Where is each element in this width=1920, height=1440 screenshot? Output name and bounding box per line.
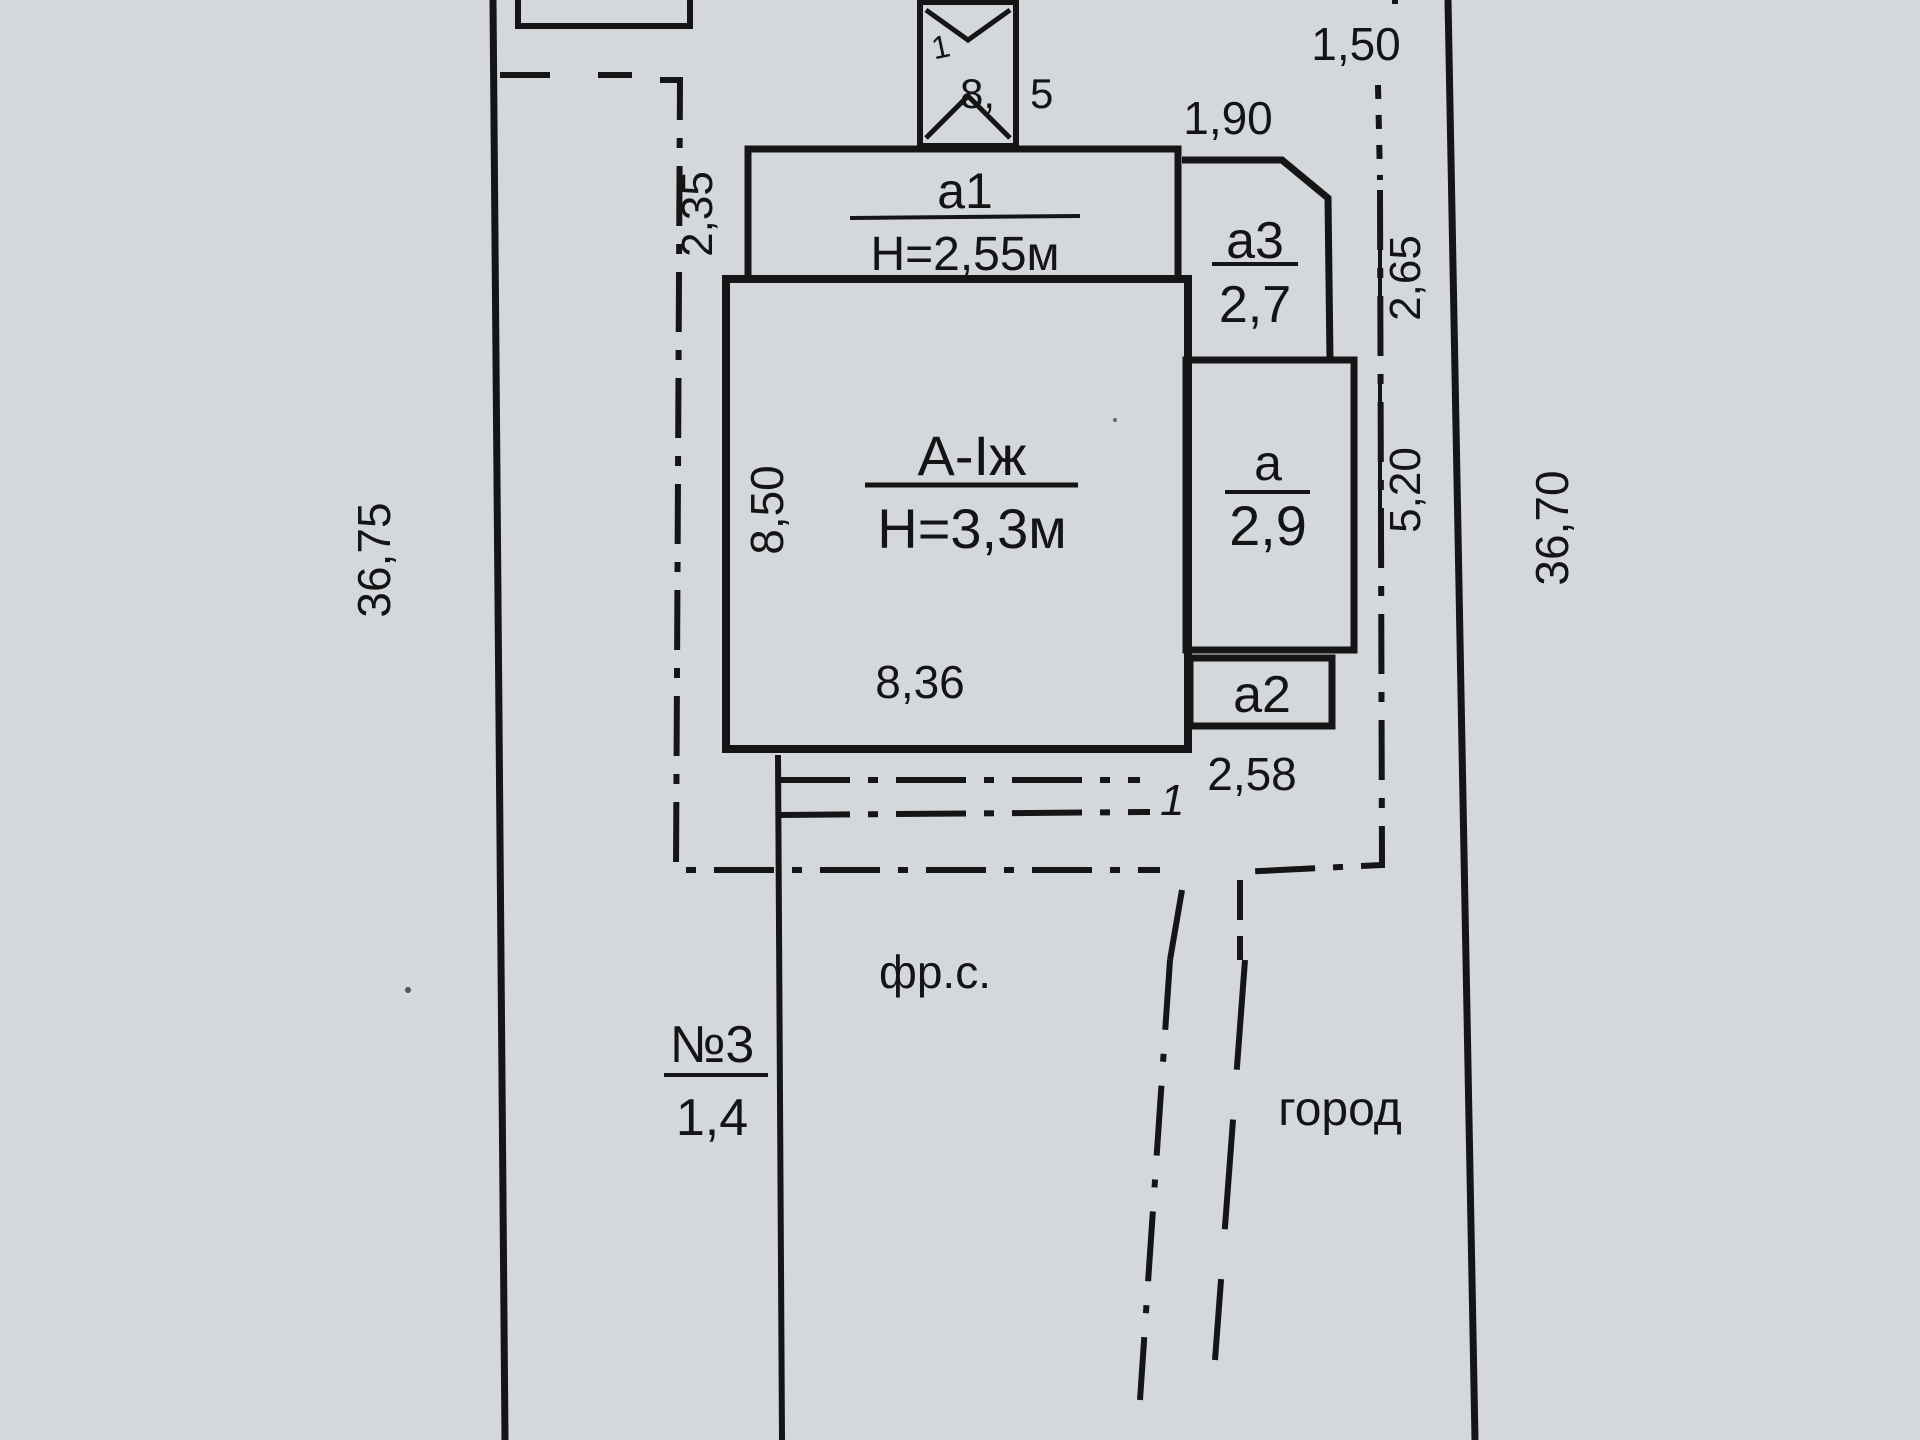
annex-a-side-right: 5,20 — [1381, 447, 1430, 533]
neighbor-number: №3 — [670, 1016, 755, 1074]
inner-fence-line — [775, 754, 785, 1440]
annex-a3-name: а3 — [1226, 212, 1284, 270]
main-house: А-Іж Н=3,3м 8,50 8,36 — [722, 275, 1192, 753]
annex-a3-side-top: 1,90 — [1183, 92, 1273, 144]
main-house-name: А-Іж — [917, 424, 1027, 487]
annex-a3-side-right: 2,65 — [1381, 235, 1430, 321]
garden-label: город — [1278, 1083, 1402, 1136]
annex-a3-value: 2,7 — [1219, 276, 1291, 334]
annex-a2-name: а2 — [1233, 666, 1291, 724]
lot-right-boundary — [1444, 0, 1479, 1440]
lot-top-right-dimension: 1,50 — [1311, 18, 1401, 70]
lot-left-boundary — [489, 0, 509, 1440]
porch: 1 8, 5 — [917, 0, 1053, 149]
porch-label-1: 1 — [928, 27, 953, 66]
marker-1: 1 — [1160, 776, 1184, 825]
stray-dot-2 — [1113, 418, 1117, 422]
annex-a-name: а — [1254, 435, 1282, 491]
annex-a3: а3 2,7 1,90 2,65 — [1182, 92, 1430, 364]
main-house-side-horizontal: 8,36 — [875, 656, 965, 708]
front-yard-label: фр.с. — [879, 946, 991, 998]
annex-a1-name: а1 — [937, 163, 993, 219]
annex-a1-height: Н=2,55м — [870, 228, 1059, 281]
main-house-side-vertical: 8,50 — [741, 465, 793, 555]
annex-a1: а1 Н=2,55м 2,35 — [673, 145, 1182, 283]
lot-boundaries — [489, 0, 1479, 1440]
porch-label-2: 8, — [960, 70, 995, 117]
stray-dot — [405, 987, 411, 993]
top-left-structure — [515, 0, 693, 29]
annex-a2-side-bottom: 2,58 — [1207, 748, 1297, 800]
lot-right-length: 36,70 — [1526, 470, 1578, 585]
neighbor-marker: №3 1,4 — [664, 1016, 768, 1147]
lot-left-length: 36,75 — [348, 502, 400, 617]
annex-a-value: 2,9 — [1229, 494, 1307, 557]
annex-a2: а2 2,58 — [1186, 654, 1336, 800]
annex-a1-side-vertical: 2,35 — [673, 171, 722, 257]
porch-label-3: 5 — [1030, 70, 1053, 117]
neighbor-value: 1,4 — [676, 1089, 748, 1147]
main-house-height: Н=3,3м — [877, 497, 1067, 560]
annex-a: а 2,9 5,20 — [1182, 356, 1430, 654]
